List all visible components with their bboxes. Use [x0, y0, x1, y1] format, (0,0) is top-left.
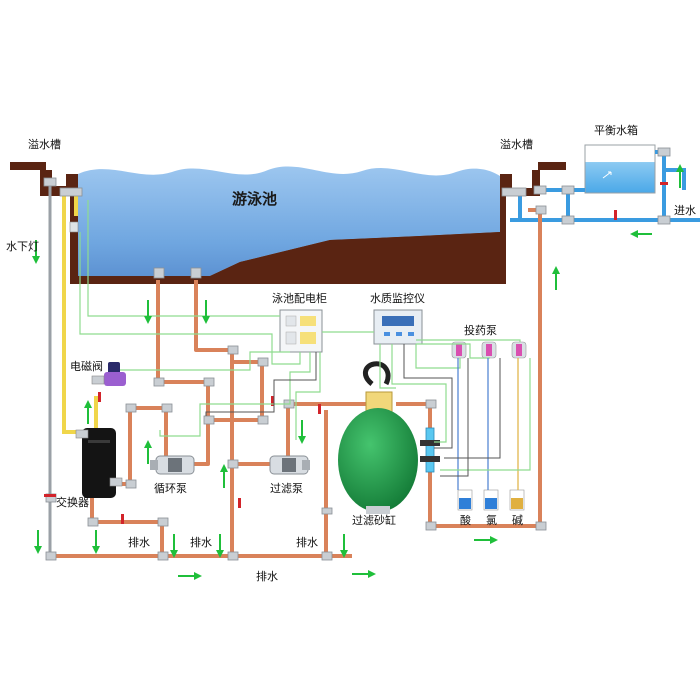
- label-chlorine: 氯: [486, 513, 497, 527]
- tank-alkali: [509, 489, 525, 511]
- label-sand-filter: 过滤砂缸: [352, 513, 396, 527]
- valves: [44, 182, 668, 524]
- dosing-manifold: [420, 427, 440, 473]
- flow-arrow: [340, 534, 348, 558]
- flow-arrow: [32, 240, 40, 264]
- label-circulation-pump: 循环泵: [154, 482, 187, 495]
- flow-arrow: [352, 570, 376, 578]
- flow-arrow: [220, 464, 228, 488]
- flow-arrow: [202, 300, 210, 324]
- label-solenoid-valve: 电磁阀: [70, 359, 103, 373]
- label-balance-tank: 平衡水箱: [594, 123, 638, 137]
- underwater-light: [69, 221, 79, 233]
- flow-arrow: [298, 420, 306, 444]
- label-water-monitor: 水质监控仪: [370, 291, 425, 305]
- label-drain-main: 排水: [256, 569, 278, 583]
- water-quality-monitor: [373, 309, 423, 345]
- power-cabinet: [279, 309, 323, 353]
- flow-arrow: [552, 266, 560, 290]
- flow-arrow: [676, 164, 684, 188]
- label-drain-3: 排水: [296, 535, 318, 549]
- solenoid-valve: [91, 362, 126, 386]
- flow-arrows: [32, 164, 684, 580]
- tank-acid: [457, 489, 473, 511]
- pipe-fittings: [43, 147, 671, 561]
- label-filter-pump: 过滤泵: [270, 482, 303, 495]
- label-acid: 酸: [460, 513, 471, 527]
- label-heat-exchanger: 交换器: [56, 495, 89, 509]
- label-alkali: 碱: [512, 514, 523, 527]
- pool-water: [78, 166, 500, 276]
- tank-chlorine: [483, 489, 499, 511]
- filter-pump: [269, 455, 310, 475]
- dosing-pump-acid: [451, 341, 467, 359]
- dosing-pump-alkali: [511, 341, 527, 359]
- control-wiring: [79, 200, 531, 490]
- label-overflow-left: 溢水槽: [28, 137, 61, 151]
- label-drain-2: 排水: [190, 535, 212, 549]
- circulation-pump: [150, 455, 195, 475]
- pool: 游泳池: [10, 162, 566, 284]
- labels: 溢水槽 溢水槽 平衡水箱 进水 水下灯 泳池配电柜 水质监控仪 投药泵 电磁阀 …: [6, 123, 696, 583]
- balance-tank: [584, 144, 656, 194]
- label-power-cabinet: 泳池配电柜: [272, 291, 327, 305]
- flow-arrow: [170, 534, 178, 558]
- label-underwater-light: 水下灯: [6, 240, 39, 253]
- label-water-inlet: 进水: [674, 204, 696, 217]
- flow-arrow: [178, 572, 202, 580]
- flow-arrow: [34, 530, 42, 554]
- flow-arrow: [144, 440, 152, 464]
- flow-arrow: [92, 530, 100, 554]
- chemical-tanks: [457, 489, 525, 511]
- dosing-pumps: [451, 341, 527, 359]
- label-drain-1: 排水: [128, 535, 150, 549]
- flow-arrow: [630, 230, 652, 238]
- flow-arrow: [474, 536, 498, 544]
- heat-exchanger: [75, 428, 123, 498]
- pool-label: 游泳池: [232, 190, 277, 208]
- sand-filter: [338, 361, 418, 514]
- label-overflow-right: 溢水槽: [500, 137, 533, 151]
- flow-arrow: [216, 534, 224, 558]
- flow-arrow: [144, 300, 152, 324]
- flow-arrow: [84, 400, 92, 424]
- label-dosing-pump: 投药泵: [464, 323, 497, 337]
- dosing-pump-chlorine: [481, 341, 497, 359]
